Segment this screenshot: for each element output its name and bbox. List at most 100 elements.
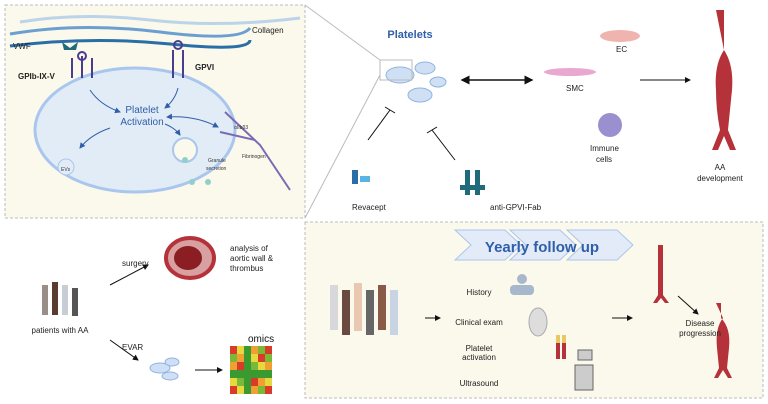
heatmap-cell: [265, 386, 272, 394]
evar-platelets-icon: [149, 357, 180, 381]
label-aa-1: AA: [715, 163, 726, 172]
heatmap-cell: [251, 354, 258, 362]
label-aa-2: development: [697, 174, 744, 183]
ec-cell-icon: [600, 30, 640, 42]
label-surgery: surgery: [122, 259, 149, 268]
label-immune-2: cells: [596, 155, 612, 164]
heatmap-cell: [258, 378, 265, 386]
label-evs: EVs: [61, 167, 71, 173]
anti-gpvi-fab-icon: [460, 170, 485, 195]
label-ec: EC: [616, 45, 627, 54]
omics-heatmap-icon: [230, 346, 272, 394]
heatmap-cell: [251, 346, 258, 354]
heatmap-cell: [230, 378, 237, 386]
heatmap-cell: [244, 378, 251, 386]
heatmap-cell: [237, 370, 244, 378]
label-collagen: Collagen: [252, 26, 284, 35]
heatmap-cell: [237, 346, 244, 354]
immune-cell-icon: [598, 113, 622, 137]
collagen-fibers: [9, 14, 301, 49]
gpib-receptor-icon: [71, 51, 93, 78]
label-evar: EVAR: [122, 343, 143, 352]
followup-panel: Yearly follow up History Clinical exam P…: [304, 221, 764, 399]
label-history: History: [467, 288, 492, 297]
vwf-icon: [62, 42, 78, 50]
gpvi-receptor-icon: [172, 40, 184, 78]
label-smc: SMC: [566, 84, 584, 93]
heatmap-cell: [244, 362, 251, 370]
label-analysis-2: aortic wall &: [230, 254, 274, 263]
label-gpvi: GPVI: [195, 63, 214, 72]
platelet-cluster-icon: [385, 61, 447, 103]
heatmap-cell: [265, 370, 272, 378]
overview: Platelets EC SMC Immune cells AA develop…: [352, 10, 744, 212]
patient-cohort-icon: [330, 283, 398, 335]
label-platelets: Platelets: [387, 29, 432, 41]
blood-tubes-icon: [556, 335, 566, 359]
heatmap-cell: [230, 370, 237, 378]
heatmap-cell: [237, 354, 244, 362]
study-design: patients with AA surgery analysis of aor…: [32, 236, 274, 394]
heatmap-cell: [230, 346, 237, 354]
label-omics: omics: [248, 334, 274, 345]
label-activation-2: Activation: [120, 117, 163, 128]
label-analysis-1: analysis of: [230, 244, 269, 253]
heatmap-cell: [237, 362, 244, 370]
heatmap-cell: [265, 362, 272, 370]
label-patients: patients with AA: [32, 326, 90, 335]
granule-icon: [182, 157, 211, 185]
heatmap-cell: [258, 362, 265, 370]
label-analysis-3: thrombus: [230, 264, 263, 273]
chevron-arrows-icon: [453, 229, 634, 261]
heatmap-cell: [258, 370, 265, 378]
label-progression-1: Disease: [686, 319, 715, 328]
heatmap-cell: [258, 386, 265, 394]
label-integrin: αIIbβ3: [234, 125, 248, 131]
label-platelet-2: activation: [462, 353, 496, 362]
heatmap-cell: [265, 346, 272, 354]
label-granule-1: Granule: [208, 158, 226, 164]
heatmap-cell: [244, 354, 251, 362]
clinical-exam-icon: [528, 307, 548, 337]
heatmap-cell: [251, 370, 258, 378]
heatmap-cell: [244, 370, 251, 378]
revacept-icon: [352, 170, 370, 184]
heatmap-cell: [251, 362, 258, 370]
aorta-initial-icon: [653, 245, 669, 303]
label-clinical-exam: Clinical exam: [455, 318, 503, 327]
patients-group-icon: [42, 282, 78, 316]
heatmap-cell: [258, 346, 265, 354]
label-revacept: Revacept: [352, 203, 387, 212]
aa-aorta-icon: [712, 10, 736, 150]
followup-title: Yearly follow up: [485, 239, 599, 256]
heatmap-cell: [230, 354, 237, 362]
ev-icon: [57, 158, 75, 176]
fibrinogen-chain-icon: [219, 111, 291, 191]
heatmap-cell: [265, 378, 272, 386]
label-fibrinogen: Fibrinogen: [242, 154, 266, 160]
doctor-writing-icon: [510, 274, 534, 295]
ultrasound-machine-icon: [574, 349, 594, 391]
smc-cell-icon: [544, 68, 596, 76]
label-anti-gpvi: anti-GPVI-Fab: [490, 203, 542, 212]
label-activation-1: Platelet: [125, 105, 159, 116]
heatmap-cell: [244, 386, 251, 394]
heatmap-cell: [258, 354, 265, 362]
label-ultrasound: Ultrasound: [460, 379, 499, 388]
heatmap-cell: [251, 386, 258, 394]
heatmap-cell: [251, 378, 258, 386]
label-granule-2: secretion: [206, 166, 227, 172]
label-platelet-1: Platelet: [466, 344, 493, 353]
mechanism-panel: Collagen VWF GPIb-IX-V GPVI Platelet Act…: [4, 4, 306, 219]
heatmap-cell: [237, 378, 244, 386]
heatmap-cell: [230, 362, 237, 370]
heatmap-cell: [244, 346, 251, 354]
label-progression-2: progression: [679, 329, 721, 338]
label-vwf: VWF: [13, 42, 31, 51]
label-immune-1: Immune: [590, 144, 619, 153]
label-gpib: GPIb-IX-V: [18, 72, 56, 81]
heatmap-cell: [237, 386, 244, 394]
heatmap-cell: [230, 386, 237, 394]
aorta-progressed-icon: [714, 303, 732, 378]
